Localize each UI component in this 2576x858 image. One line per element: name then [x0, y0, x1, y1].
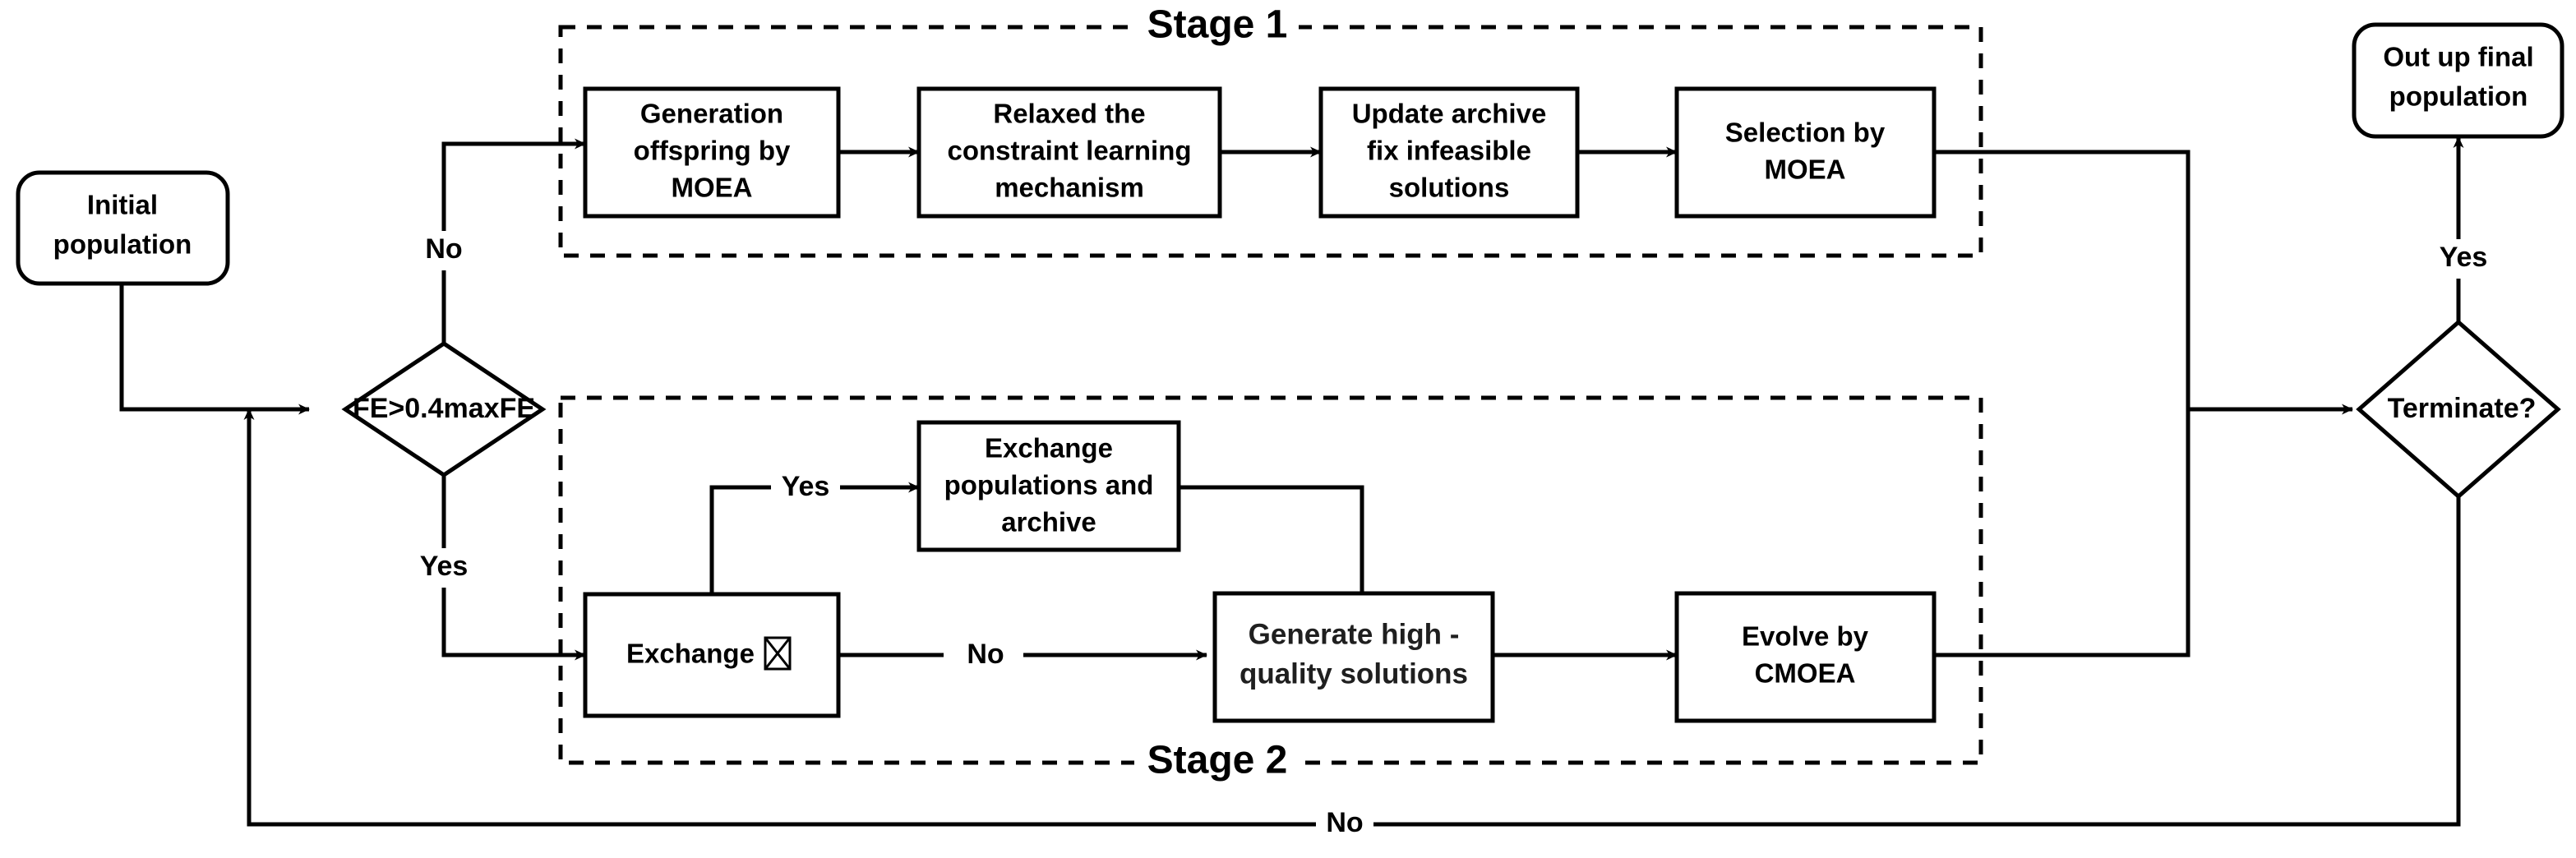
node-output-population-line2: population [2389, 81, 2528, 112]
edge-label-fe-yes: Yes [420, 551, 469, 582]
node-relaxed-constraint-line1: Relaxed the [993, 99, 1145, 129]
node-evolve-cmoea[interactable] [1674, 591, 1937, 723]
node-generation-offspring-line3: MOEA [672, 173, 753, 203]
node-evolve-cmoea-line1: Evolve by [1742, 621, 1869, 652]
node-update-archive-line3: solutions [1389, 173, 1510, 203]
node-exchange-decision[interactable] [583, 592, 841, 718]
node-relaxed-constraint-line2: constraint learning [947, 136, 1191, 166]
edge-selection-to-merge [1934, 150, 2191, 409]
node-decision-fe-label: FE>0.4maxFE [353, 393, 535, 424]
node-output-population[interactable] [2352, 22, 2564, 139]
node-exchange-decision-label: Exchange [626, 639, 755, 669]
node-generate-high-quality-line2: quality solutions [1240, 657, 1468, 690]
node-relaxed-constraint-line3: mechanism [995, 173, 1144, 203]
edge-label-terminate-no: No [1326, 807, 1363, 838]
edge-populations-to-generate [1179, 485, 1364, 575]
stage-2-container [558, 395, 1983, 765]
node-update-archive-line1: Update archive [1352, 99, 1547, 129]
edge-label-terminate-yes: Yes [2440, 242, 2488, 273]
edge-label-exchange-yes: Yes [782, 471, 830, 502]
node-terminate-decision[interactable] [2356, 319, 2561, 500]
node-exchange-populations-line3: archive [1001, 507, 1096, 537]
node-terminate-decision-label: Terminate? [2388, 393, 2537, 424]
node-initial-population[interactable] [16, 170, 230, 286]
edge-decision-yes-down [441, 475, 524, 657]
node-update-archive[interactable] [1318, 86, 1580, 219]
edge-evolve-to-merge [1934, 409, 2191, 657]
node-selection-moea[interactable] [1674, 86, 1937, 219]
node-output-population-line1: Out up final [2383, 42, 2533, 72]
stage-1-label: Stage 1 [1147, 3, 1288, 47]
node-exchange-populations[interactable] [916, 420, 1181, 552]
node-decision-fe[interactable] [341, 340, 547, 478]
edge-label-fe-no: No [425, 233, 462, 265]
missing-glyph-box-icon [764, 636, 792, 671]
node-generate-high-quality[interactable] [1212, 591, 1495, 723]
node-initial-population-line2: population [53, 229, 192, 260]
edge-decision-no-up [441, 141, 526, 344]
node-generation-offspring-line1: Generation [640, 99, 783, 129]
node-generation-offspring[interactable] [583, 86, 841, 219]
node-exchange-populations-line2: populations and [944, 470, 1154, 501]
edge-label-exchange-no: No [967, 639, 1004, 670]
node-relaxed-constraint[interactable] [916, 86, 1222, 219]
node-generate-high-quality-line1: Generate high - [1249, 618, 1460, 650]
stage-2-label: Stage 2 [1147, 739, 1288, 782]
edge-initial-to-decision [119, 284, 249, 412]
node-selection-moea-line1: Selection by [1725, 118, 1886, 148]
node-update-archive-line2: fix infeasible [1367, 136, 1531, 166]
node-evolve-cmoea-line2: CMOEA [1755, 658, 1856, 689]
node-selection-moea-line2: MOEA [1765, 155, 1846, 185]
node-generation-offspring-line2: offspring by [634, 136, 791, 166]
node-exchange-populations-line1: Exchange [985, 433, 1113, 464]
node-initial-population-line1: Initial [87, 190, 158, 220]
